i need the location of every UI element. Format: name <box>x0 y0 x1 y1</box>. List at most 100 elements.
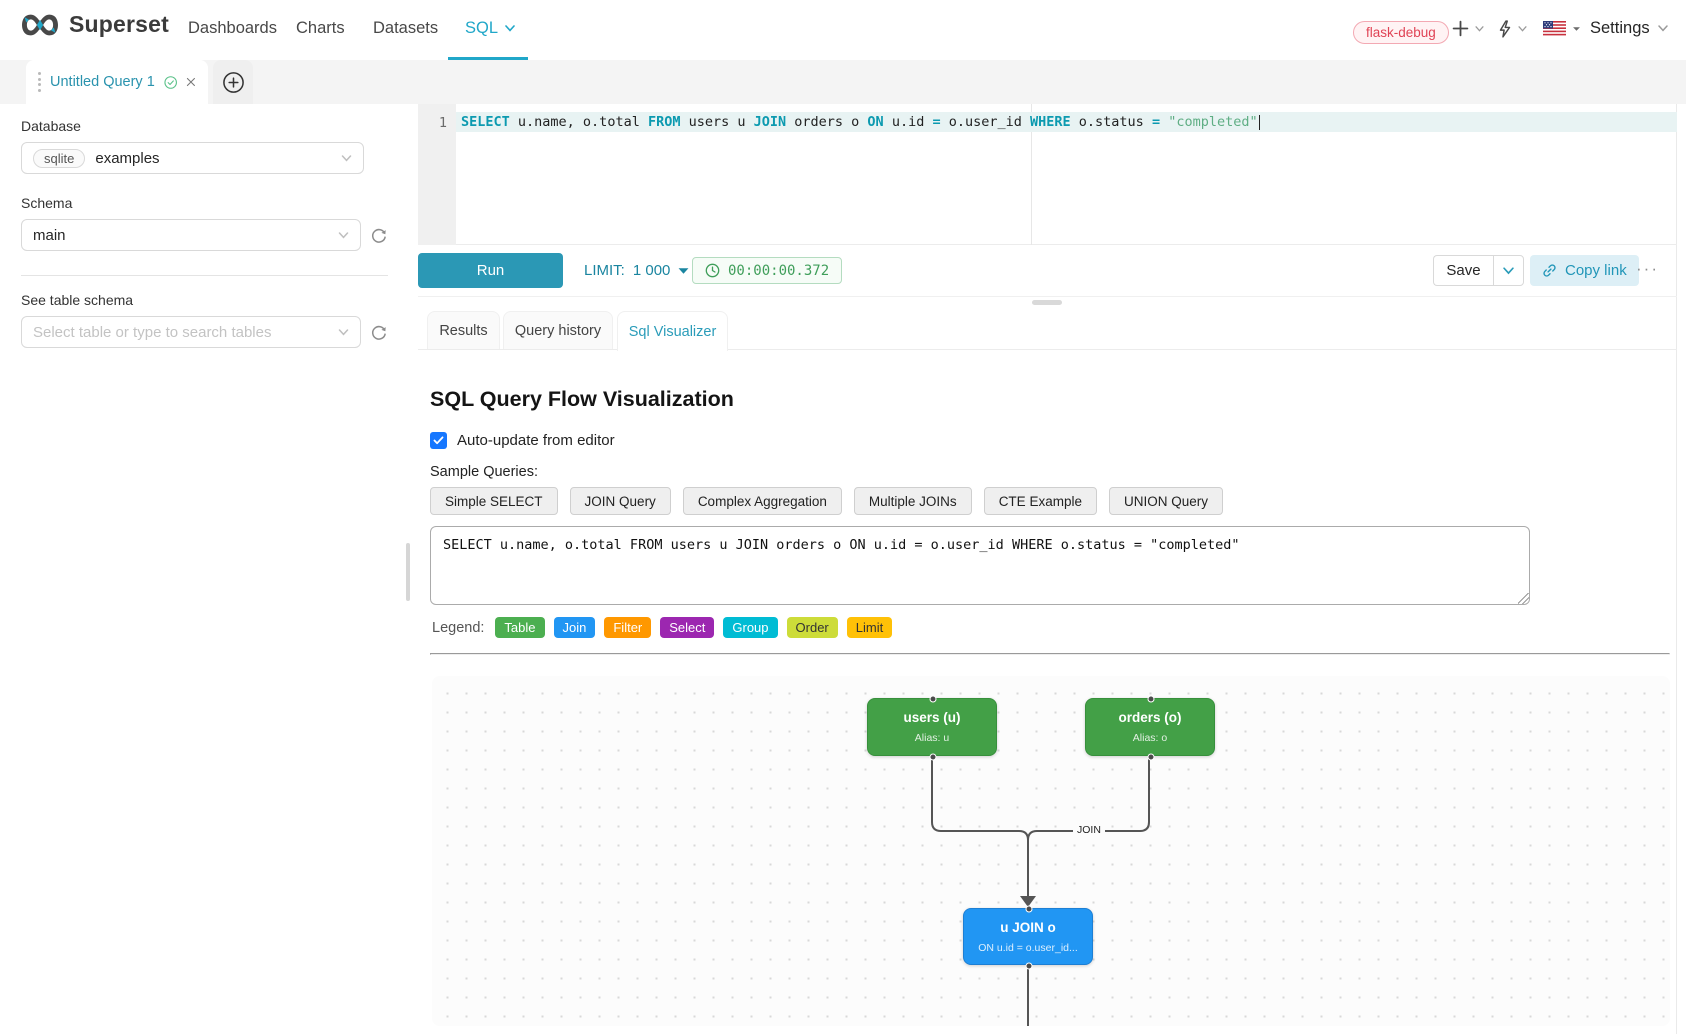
clock-icon <box>705 263 720 278</box>
chevron-down-icon <box>338 328 349 336</box>
nav-dashboards[interactable]: Dashboards <box>188 19 277 37</box>
schema-value: main <box>33 226 66 244</box>
flow-canvas[interactable]: JOIN users (u) Alias: u orders (o) Alias… <box>432 676 1670 1026</box>
chevron-down-icon <box>1657 25 1668 32</box>
chevron-down-icon <box>1518 25 1527 32</box>
node-title: users (u) <box>903 710 961 725</box>
nav-sql[interactable]: SQL <box>465 0 515 57</box>
edge-label-join: JOIN <box>1073 823 1105 837</box>
settings-label: Settings <box>1590 19 1650 37</box>
new-item-menu[interactable] <box>1452 0 1484 57</box>
tab-query-history[interactable]: Query history <box>503 311 613 350</box>
close-tab-icon[interactable] <box>186 75 196 89</box>
table-select-placeholder: Select table or type to search tables <box>33 323 272 341</box>
caret-down-icon <box>1573 26 1580 31</box>
node-handle-top[interactable] <box>929 695 937 703</box>
node-subtitle: ON u.id = o.user_id... <box>978 942 1078 954</box>
query-success-icon <box>164 75 177 89</box>
nav-datasets[interactable]: Datasets <box>373 19 439 37</box>
us-flag-icon <box>1543 21 1566 36</box>
page-title: SQL Query Flow Visualization <box>430 387 734 411</box>
superset-infinity-icon <box>22 14 58 35</box>
table-schema-label: See table schema <box>21 292 134 308</box>
schema-label: Schema <box>21 195 73 211</box>
editor-gutter: 1 <box>418 104 456 245</box>
auto-update-label: Auto-update from editor <box>457 432 615 449</box>
language-picker[interactable] <box>1543 0 1581 57</box>
legend-chip-join: Join <box>553 617 596 638</box>
lightning-icon <box>1499 19 1511 38</box>
database-select[interactable]: sqlite examples <box>21 142 364 174</box>
run-query-button[interactable]: Run <box>418 253 563 288</box>
arrowhead-icon <box>1020 896 1036 907</box>
query-search-menu[interactable] <box>1498 0 1527 57</box>
sql-code-editor[interactable]: SELECT u.name, o.total FROM users u JOIN… <box>418 104 1677 245</box>
legend-chip-table: Table <box>495 617 545 638</box>
flow-node-users[interactable]: users (u) Alias: u <box>867 695 997 761</box>
node-handle-bottom[interactable] <box>929 753 937 761</box>
flow-node-orders[interactable]: orders (o) Alias: o <box>1085 695 1215 761</box>
tab-results[interactable]: Results <box>427 311 500 350</box>
brand-name: Superset <box>69 11 170 37</box>
copy-link-button[interactable]: Copy link <box>1530 255 1639 286</box>
legend-chip-filter: Filter <box>604 617 652 638</box>
chevron-down-icon <box>1503 266 1514 274</box>
add-query-tab-button[interactable] <box>213 60 253 104</box>
chevron-down-icon <box>1475 25 1484 32</box>
link-icon <box>1543 264 1556 277</box>
node-handle-bottom[interactable] <box>1025 962 1033 970</box>
sql-active-line: SELECT u.name, o.total FROM users u JOIN… <box>456 112 1677 132</box>
superset-logo[interactable]: Superset <box>20 11 169 38</box>
copy-link-label: Copy link <box>1565 262 1627 279</box>
sample-join-query-button[interactable]: JOIN Query <box>569 487 671 515</box>
plus-icon <box>1452 20 1469 37</box>
legend: Legend: Table Join Filter Select Group O… <box>432 617 893 638</box>
node-handle-top[interactable] <box>1025 905 1033 913</box>
save-split-button: Save <box>1433 255 1524 286</box>
database-label: Database <box>21 118 81 134</box>
tabs-bottom-border <box>418 349 1677 350</box>
node-subtitle: Alias: o <box>1132 732 1168 744</box>
query-timer: 00:00:00.372 <box>692 257 843 284</box>
flow-node-join[interactable]: u JOIN o ON u.id = o.user_id... <box>963 905 1093 970</box>
sql-input-textarea[interactable]: SELECT u.name, o.total FROM users u JOIN… <box>430 526 1530 605</box>
save-button[interactable]: Save <box>1433 255 1493 286</box>
nav-sql-label: SQL <box>465 19 499 37</box>
legend-chip-group: Group <box>723 617 778 638</box>
node-subtitle: Alias: u <box>914 732 950 744</box>
legend-chip-limit: Limit <box>846 617 893 638</box>
more-actions-button[interactable]: ··· <box>1636 259 1659 278</box>
drag-handle-icon[interactable] <box>38 72 41 92</box>
tab-sql-visualizer[interactable]: Sql Visualizer <box>617 311 728 351</box>
node-handle-bottom[interactable] <box>1147 753 1155 761</box>
text-cursor <box>1258 114 1261 130</box>
node-title: orders (o) <box>1118 710 1182 725</box>
auto-update-checkbox[interactable] <box>430 432 447 449</box>
textarea-resize-grip[interactable] <box>1518 593 1529 604</box>
pane-splitter-grip[interactable] <box>1032 300 1062 305</box>
sample-cte-example-button[interactable]: CTE Example <box>983 487 1097 515</box>
save-dropdown-button[interactable] <box>1493 255 1524 286</box>
pane-divider <box>418 296 1677 297</box>
legend-label: Legend: <box>432 619 485 636</box>
sidebar-resize-grip[interactable] <box>406 543 410 601</box>
schema-select[interactable]: main <box>21 219 362 251</box>
query-tab-active[interactable]: Untitled Query 1 <box>26 60 208 104</box>
line-number: 1 <box>438 115 447 131</box>
content-divider <box>430 653 1670 655</box>
environment-badge: flask-debug <box>1353 21 1449 44</box>
sample-simple-select-button[interactable]: Simple SELECT <box>430 487 558 515</box>
sample-union-query-button[interactable]: UNION Query <box>1108 487 1223 515</box>
limit-dropdown[interactable]: LIMIT: 1 000 <box>584 253 689 288</box>
table-select[interactable]: Select table or type to search tables <box>21 316 362 348</box>
settings-menu[interactable]: Settings <box>1590 0 1668 57</box>
node-handle-top[interactable] <box>1147 695 1155 703</box>
chevron-down-icon <box>341 154 352 162</box>
refresh-tables-icon[interactable] <box>370 323 388 341</box>
legend-chip-order: Order <box>786 617 838 638</box>
sample-complex-aggregation-button[interactable]: Complex Aggregation <box>682 487 842 515</box>
refresh-schema-icon[interactable] <box>370 226 388 244</box>
sample-multiple-joins-button[interactable]: Multiple JOINs <box>853 487 972 515</box>
nav-active-underline <box>448 57 528 60</box>
nav-charts[interactable]: Charts <box>296 19 345 37</box>
